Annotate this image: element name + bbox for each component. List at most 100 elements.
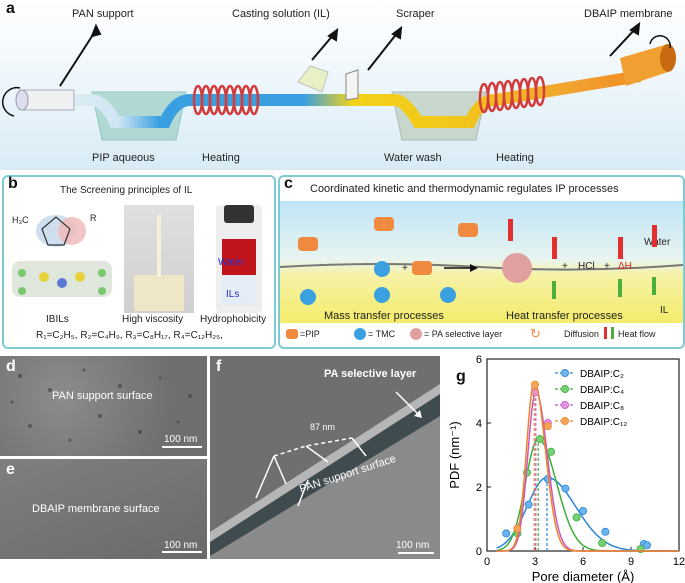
legend-label: DBAIP:C₁₂ [580, 417, 627, 428]
legend-heat-up [604, 327, 607, 339]
heating-coil-1 [192, 84, 260, 116]
water-label-vial: Water [218, 257, 245, 268]
panel-e-scale: 100 nm [164, 540, 198, 551]
legend-tmc: = TMC [368, 329, 396, 339]
ibils-label: IBILs [46, 314, 69, 325]
mass-transfer-label: Mass transfer processes [324, 310, 444, 322]
legend-label: DBAIP:C₈ [580, 401, 624, 412]
label-scraper: Scraper [396, 8, 435, 20]
panel-d-letter: d [6, 358, 16, 375]
dh-label: ΔH [618, 261, 632, 272]
panel-g-letter: g [456, 368, 466, 385]
legend-marker [561, 385, 570, 394]
heat-arrow-up [652, 225, 657, 247]
legend-label: DBAIP:C₂ [580, 369, 624, 380]
vial-photo [216, 205, 262, 313]
heat-transfer-label: Heat transfer processes [506, 310, 623, 322]
ibil-structure [12, 215, 112, 297]
data-point [513, 524, 522, 533]
series-line [496, 380, 679, 552]
legend-pip: =PIP [300, 329, 320, 339]
heat-arrow-down [552, 281, 556, 299]
y-axis-label: PDF (nm⁻¹) [447, 421, 462, 489]
data-point [572, 513, 581, 522]
r-definitions: R₁=C₂H₅, R₂=C₄H₉, R₃=C₈H₁₇, R₄=C₁₂H₂₅, [36, 330, 223, 341]
pip-molecule [298, 237, 318, 251]
casting-cup [297, 65, 329, 93]
pip-molecule [412, 261, 432, 275]
panel-c-letter: c [284, 175, 293, 192]
panel-a-letter: a [6, 0, 15, 17]
pip-molecule [374, 217, 394, 231]
panel-d-scale: 100 nm [164, 434, 198, 445]
diffusion-icon: ↻ [530, 326, 541, 341]
y-tick-label: 2 [476, 482, 482, 494]
il-phase-label: IL [660, 305, 669, 316]
x-tick-label: 9 [628, 556, 634, 568]
dbaip-roll [620, 44, 676, 86]
scraper-blade [345, 69, 359, 101]
legend-marker [561, 368, 570, 377]
heat-arrow-up [552, 237, 557, 259]
heat-arrow-down [652, 277, 656, 295]
x-tick-label: 12 [673, 556, 685, 568]
heating-coil-2 [478, 75, 546, 114]
y-tick-label: 0 [476, 546, 482, 558]
pip-molecule [458, 223, 478, 237]
reaction-zone [280, 201, 683, 323]
label-heating-1: Heating [202, 152, 240, 164]
panel-e-caption: DBAIP membrane surface [32, 503, 160, 515]
label-heating-2: Heating [496, 152, 534, 164]
label-pip-aqueous: PIP aqueous [92, 152, 155, 164]
ch3-label: H₃C [12, 215, 29, 225]
interface-line [280, 263, 683, 272]
data-point [598, 538, 607, 547]
label-pan-support: PAN support [72, 8, 134, 20]
high-viscosity-label: High viscosity [122, 314, 184, 325]
legend-heat-flow: Heat flow [618, 329, 656, 339]
legend-pa: = PA selective layer [424, 329, 503, 339]
heat-arrow-up [508, 219, 513, 241]
x-tick-label: 0 [484, 556, 490, 568]
panel-b-letter: b [8, 175, 18, 192]
hydrophobicity-label: Hydrophobicity [200, 314, 267, 325]
tmc-molecule [374, 261, 390, 277]
data-point [502, 529, 511, 538]
tmc-molecule [300, 289, 316, 305]
panel-d-caption: PAN support surface [52, 390, 153, 402]
sem-image-e: e DBAIP membrane surface 100 nm [0, 459, 207, 559]
legend-pip-swatch [286, 329, 298, 339]
legend-marker [561, 401, 570, 410]
pan-roll [15, 89, 75, 111]
y-tick-label: 4 [476, 418, 482, 430]
panel-c-title: Coordinated kinetic and thermodynamic re… [310, 183, 619, 195]
data-point [543, 422, 552, 431]
data-point [535, 435, 544, 444]
y-tick-label: 6 [476, 354, 482, 366]
plus-2: + [562, 261, 568, 272]
panel-b-title: The Screening principles of IL [60, 185, 193, 196]
plus-3: + [604, 261, 610, 272]
data-point [642, 541, 651, 550]
data-point [578, 506, 587, 515]
process-illustration [2, 21, 676, 141]
panel-c: c Coordinated kinetic and thermodynamic … [278, 175, 685, 349]
data-point [524, 500, 533, 509]
label-water-wash: Water wash [384, 152, 442, 164]
x-axis-label: Pore diameter (Å) [532, 569, 635, 583]
data-point [601, 527, 610, 536]
pa-product [502, 253, 532, 283]
data-point [547, 447, 556, 456]
water-phase-label: Water [644, 237, 671, 248]
scale-bar-d [162, 446, 202, 448]
hcl-label: HCl [578, 261, 595, 272]
panel-f-scale: 100 nm [396, 540, 430, 551]
tem-image-f: f PA selective layer 87 nm PAN support s… [210, 356, 440, 559]
scale-bar-e [162, 551, 202, 553]
belt [40, 70, 641, 128]
label-casting-solution: Casting solution (IL) [232, 8, 330, 20]
panel-b: b The Screening principles of IL H₃C R I… [2, 175, 276, 349]
label-dbaip-membrane: DBAIP membrane [584, 8, 673, 20]
panel-e-letter: e [6, 461, 15, 478]
